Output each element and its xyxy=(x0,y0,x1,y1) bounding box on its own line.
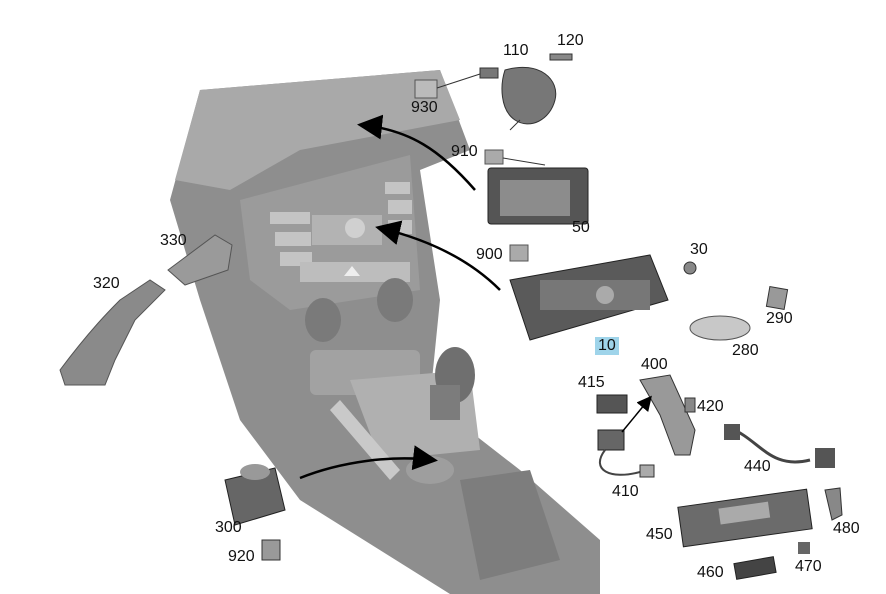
head-unit-10 xyxy=(509,254,669,341)
connector-910 xyxy=(484,149,504,165)
harness-440 xyxy=(729,426,811,464)
label-420: 420 xyxy=(697,398,724,415)
label-480: 480 xyxy=(833,520,860,537)
usb-unit-450 xyxy=(677,488,813,548)
label-290: 290 xyxy=(766,310,793,327)
center-console xyxy=(170,70,600,594)
arrow-controller xyxy=(299,445,438,480)
label-320: 320 xyxy=(93,275,120,292)
connector-930 xyxy=(414,79,438,99)
disc-280 xyxy=(689,315,751,341)
label-900: 900 xyxy=(476,246,503,263)
label-10-highlighted: 10 xyxy=(595,337,619,355)
bolt-120 xyxy=(549,53,573,61)
clip-480 xyxy=(824,487,843,521)
label-280: 280 xyxy=(732,342,759,359)
plug-460 xyxy=(733,556,777,580)
label-440: 440 xyxy=(744,458,771,475)
vent-330 xyxy=(167,234,233,286)
label-110: 110 xyxy=(503,42,529,59)
arrow-display xyxy=(357,114,476,191)
label-470: 470 xyxy=(795,558,822,575)
switch-415 xyxy=(596,394,628,414)
connector-920 xyxy=(261,539,281,561)
label-920: 920 xyxy=(228,548,255,565)
controller-300 xyxy=(224,464,286,526)
label-460: 460 xyxy=(697,564,724,581)
label-300: 300 xyxy=(215,519,242,536)
label-50: 50 xyxy=(572,219,590,236)
label-30: 30 xyxy=(690,241,708,258)
label-410: 410 xyxy=(612,483,639,500)
screw-30 xyxy=(683,261,697,275)
switch-410 xyxy=(597,429,625,451)
label-930: 930 xyxy=(411,99,438,116)
label-330: 330 xyxy=(160,232,187,249)
connector-900 xyxy=(509,244,529,262)
label-120: 120 xyxy=(557,32,584,49)
clip-470 xyxy=(798,542,810,554)
arrow-headunit xyxy=(375,220,501,291)
air-duct-320 xyxy=(59,279,166,386)
wiring-module-110 xyxy=(479,66,557,131)
label-450: 450 xyxy=(646,526,673,543)
screw-420 xyxy=(684,397,696,413)
arrow-switch xyxy=(621,395,652,433)
display-50 xyxy=(487,167,589,225)
label-400: 400 xyxy=(641,356,668,373)
sd-card-290 xyxy=(765,286,789,310)
bracket-400 xyxy=(639,374,696,456)
label-910: 910 xyxy=(451,143,478,160)
label-415: 415 xyxy=(578,374,605,391)
